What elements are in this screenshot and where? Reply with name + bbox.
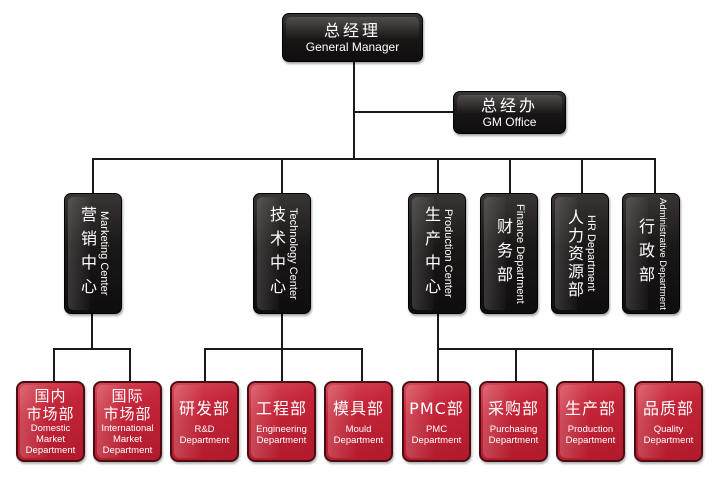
marketing-center-box[interactable]: 营销中心 Marketing Center <box>64 193 122 314</box>
rd-department-en2: Department <box>179 434 230 446</box>
rd-department-en1: R&D <box>194 423 215 435</box>
mould-department-box[interactable]: 模具部 Mould Department <box>324 381 393 462</box>
connector-hr <box>581 158 583 194</box>
administrative-department-en: Administrative Department <box>657 197 668 310</box>
finance-department-en: Finance Department <box>514 203 526 304</box>
production-center-cn: 生产中心 <box>422 205 441 302</box>
production-department-box[interactable]: 生产部 Production Department <box>556 381 625 462</box>
gm-office-en: GM Office <box>482 114 537 129</box>
purchasing-department-cn: 采购部 <box>487 398 539 418</box>
marketing-center-cn: 营销中心 <box>78 205 97 302</box>
engineering-department-en1: Engineering <box>256 423 307 435</box>
engineering-department-cn: 工程部 <box>255 398 307 418</box>
domestic-market-en2: Market <box>35 434 66 445</box>
technology-center-cn: 技术中心 <box>267 205 286 302</box>
connector-gm-office <box>353 111 454 113</box>
connector-marketing <box>92 158 94 194</box>
production-department-cn: 生产部 <box>564 398 616 418</box>
general-manager-box[interactable]: 总经理 General Manager <box>282 13 423 62</box>
connector-technology <box>281 158 283 194</box>
pmc-department-en2: Department <box>411 434 462 446</box>
gm-office-cn: 总经办 <box>480 95 538 115</box>
purchasing-department-en2: Department <box>488 434 539 446</box>
general-manager-cn: 总经理 <box>323 20 381 40</box>
general-manager-en: General Manager <box>305 39 400 54</box>
domestic-market-en3: Department <box>25 445 76 456</box>
gm-office-box[interactable]: 总经办 GM Office <box>453 91 566 134</box>
international-market-en1: International <box>101 423 154 434</box>
quality-department-box[interactable]: 品质部 Quality Department <box>634 381 703 462</box>
marketing-center-en: Marketing Center <box>98 211 110 296</box>
rd-department-box[interactable]: 研发部 R&D Department <box>170 381 239 462</box>
administrative-department-cn: 行政部 <box>636 217 655 290</box>
connector-purchasing <box>515 348 517 382</box>
pmc-department-en1: PMC <box>425 423 448 435</box>
technology-center-en: Technology Center <box>287 207 299 300</box>
hr-department-cn: 人力资源部 <box>565 208 584 299</box>
connector-international <box>129 348 131 382</box>
hr-department-box[interactable]: 人力资源部 HR Department <box>551 193 609 314</box>
production-department-en1: Production <box>567 423 614 435</box>
mould-department-cn: 模具部 <box>332 398 384 418</box>
connector-technology-bar <box>204 348 363 350</box>
connector-rd <box>204 348 206 382</box>
connector-marketing-down <box>91 313 93 350</box>
engineering-department-box[interactable]: 工程部 Engineering Department <box>247 381 316 462</box>
mould-department-en1: Mould <box>345 423 372 435</box>
hr-department-en: HR Department <box>585 215 597 292</box>
quality-department-en2: Department <box>643 434 694 446</box>
production-center-en: Production Center <box>442 209 454 298</box>
purchasing-department-box[interactable]: 采购部 Purchasing Department <box>479 381 548 462</box>
connector-centers-bar <box>92 158 656 160</box>
finance-department-cn: 财务部 <box>494 217 513 290</box>
international-market-cn1: 国际 <box>111 387 144 405</box>
international-market-department-box[interactable]: 国际 市场部 International Market Department <box>93 381 162 462</box>
quality-department-cn: 品质部 <box>642 398 694 418</box>
rd-department-cn: 研发部 <box>178 398 230 418</box>
quality-department-en1: Quality <box>653 423 684 435</box>
domestic-market-department-box[interactable]: 国内 市场部 Domestic Market Department <box>16 381 85 462</box>
finance-department-box[interactable]: 财务部 Finance Department <box>480 193 538 314</box>
pmc-department-cn: PMC部 <box>409 398 464 418</box>
connector-admin <box>654 158 656 194</box>
production-center-box[interactable]: 生产中心 Production Center <box>408 193 466 314</box>
connector-production-down <box>437 313 439 382</box>
domestic-market-cn1: 国内 <box>34 387 67 405</box>
domestic-market-en1: Domestic <box>30 423 71 434</box>
connector-domestic <box>53 348 55 382</box>
mould-department-en2: Department <box>333 434 384 446</box>
domestic-market-cn2: 市场部 <box>26 405 75 423</box>
pmc-department-box[interactable]: PMC部 PMC Department <box>402 381 471 462</box>
purchasing-department-en1: Purchasing <box>489 423 538 435</box>
connector-production-bar <box>437 348 673 350</box>
production-department-en2: Department <box>565 434 616 446</box>
connector-gm-down <box>353 60 355 159</box>
connector-production <box>437 158 439 194</box>
administrative-department-box[interactable]: 行政部 Administrative Department <box>622 193 680 314</box>
international-market-cn2: 市场部 <box>103 405 152 423</box>
connector-quality <box>671 348 673 382</box>
engineering-department-en2: Department <box>256 434 307 446</box>
connector-technology-down <box>281 313 283 382</box>
technology-center-box[interactable]: 技术中心 Technology Center <box>253 193 311 314</box>
international-market-en2: Market <box>112 434 143 445</box>
connector-mould <box>361 348 363 382</box>
connector-marketing-bar <box>53 348 131 350</box>
international-market-en3: Department <box>102 445 153 456</box>
connector-production-dept <box>592 348 594 382</box>
connector-finance <box>509 158 511 194</box>
